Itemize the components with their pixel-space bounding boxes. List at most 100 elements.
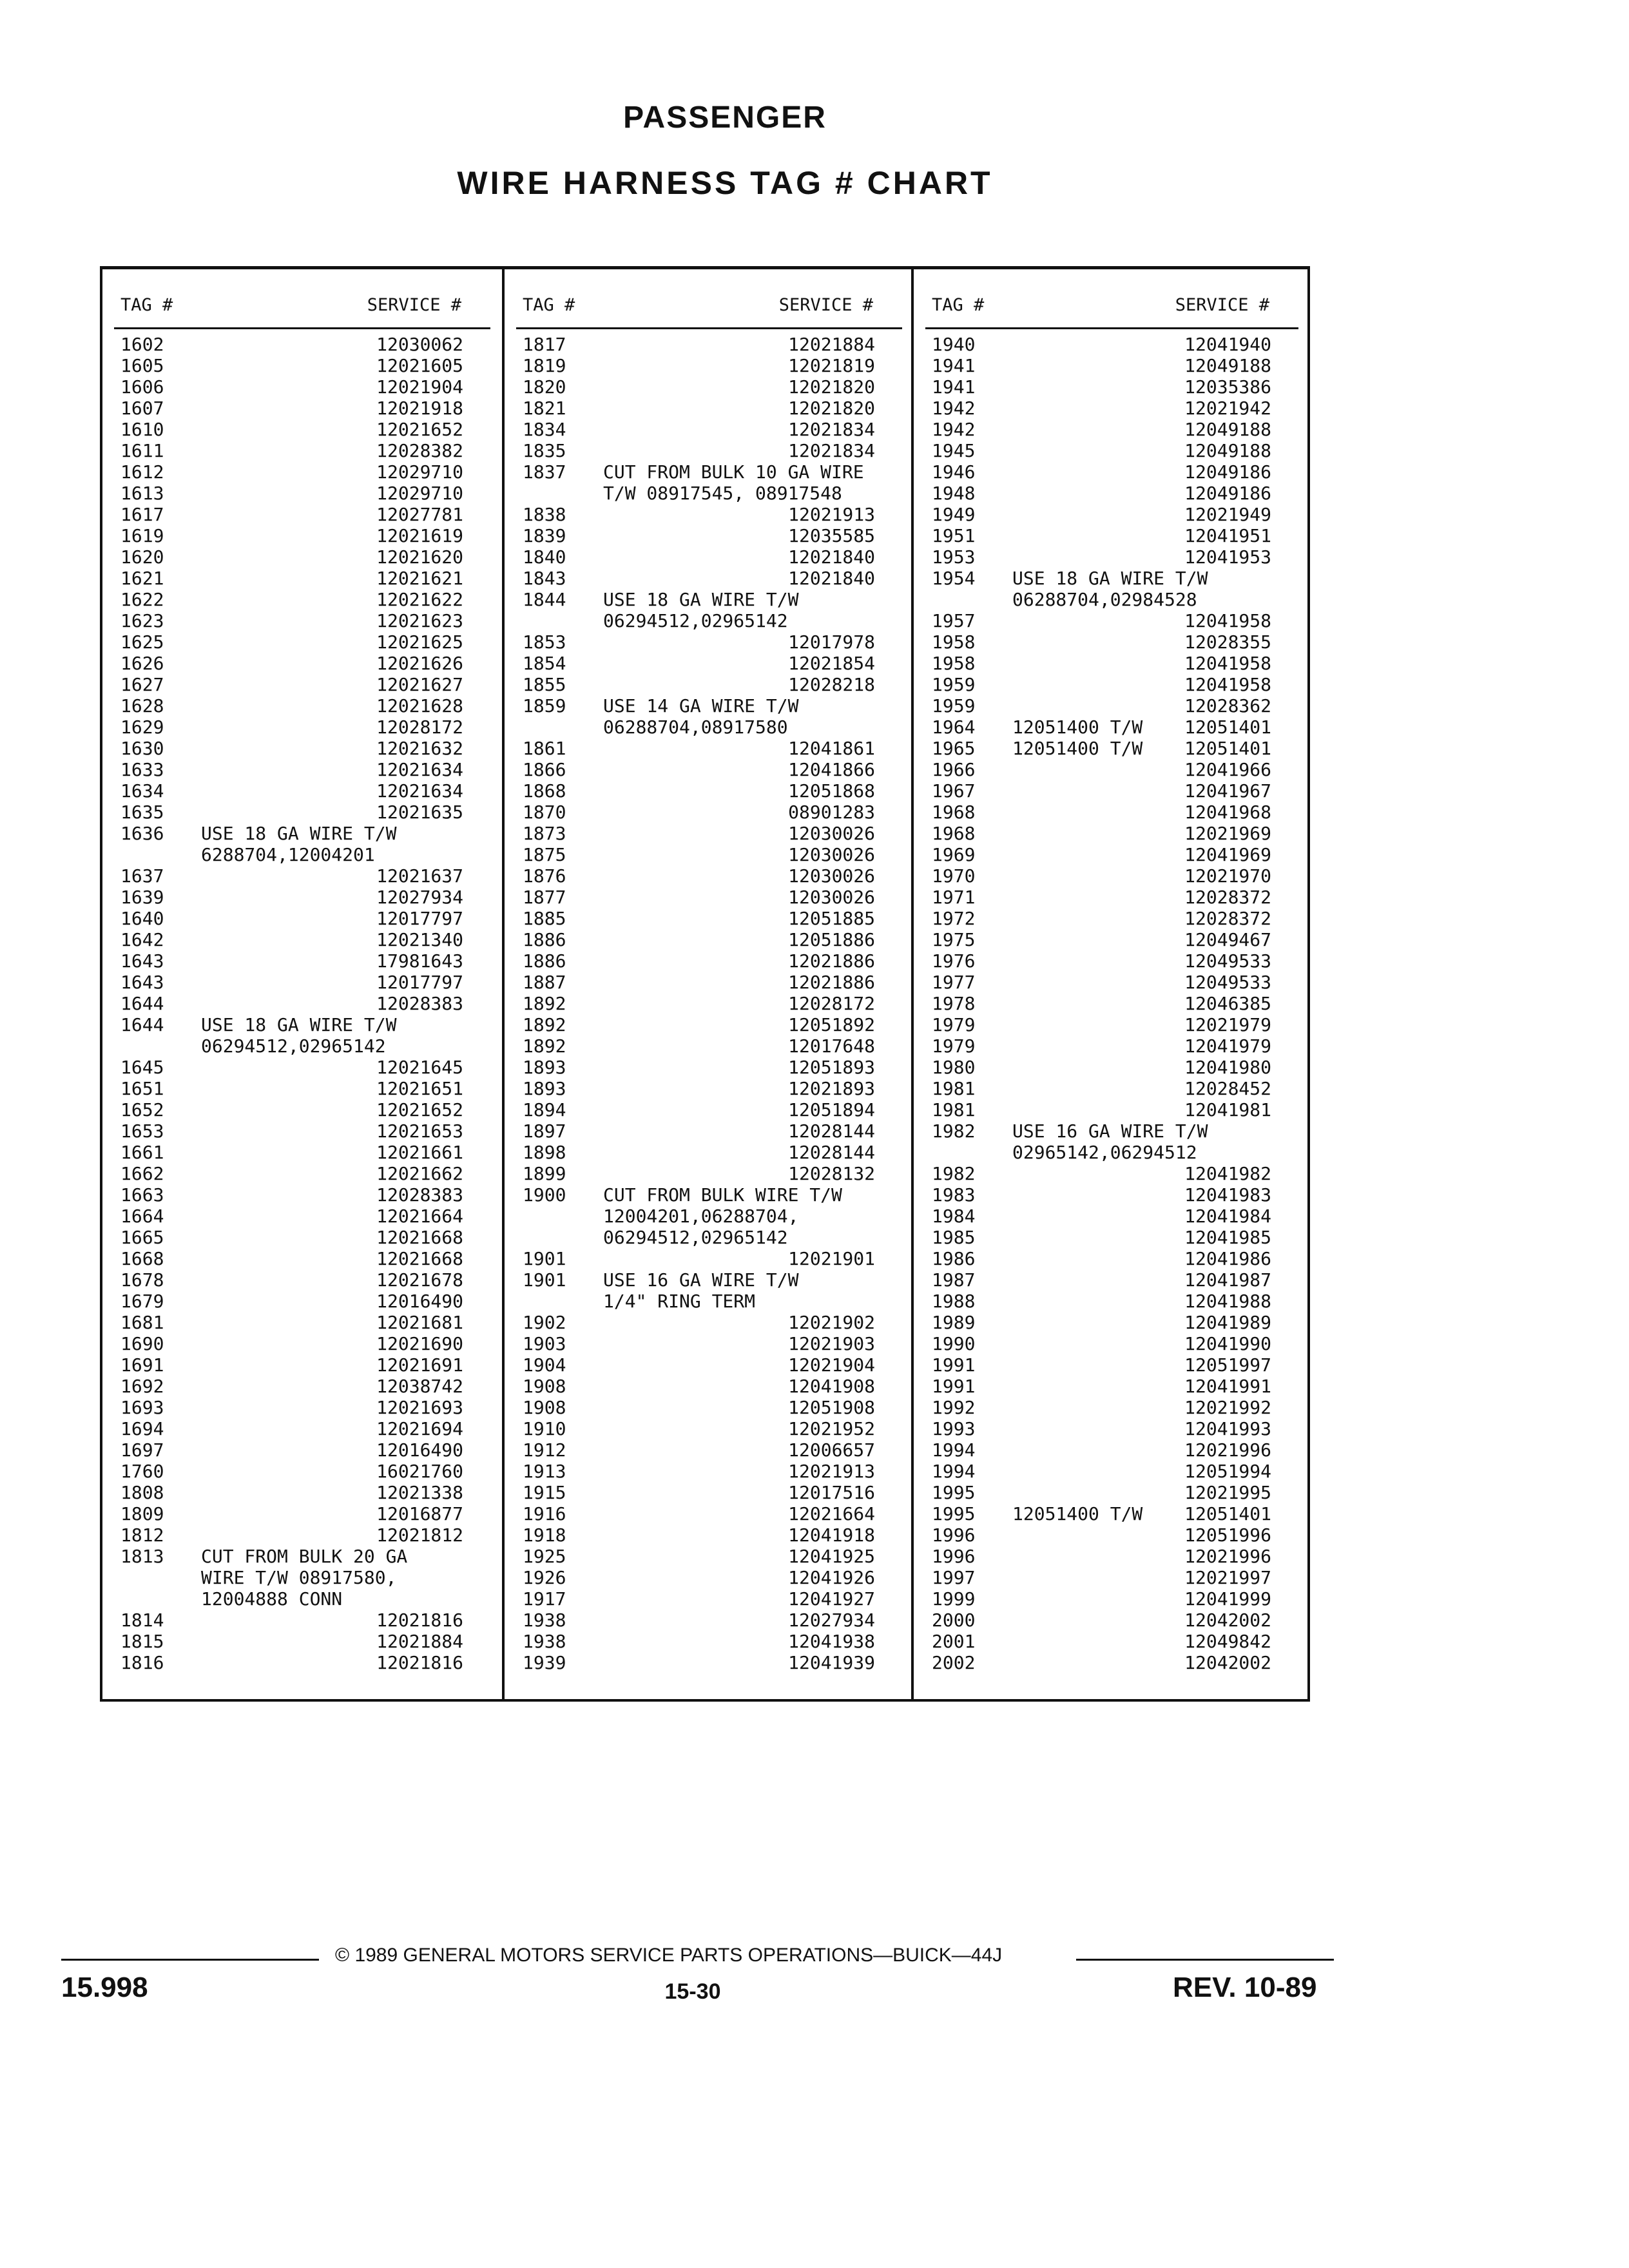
note-cell <box>201 1333 367 1354</box>
note-cell <box>1012 440 1175 461</box>
tag-cell: 1634 <box>120 780 164 802</box>
tag-cell: 1940 <box>932 334 976 355</box>
tag-cell: 1971 <box>932 887 976 908</box>
note-cell <box>201 950 367 972</box>
note-cell <box>1012 674 1175 695</box>
note-cell: 12004201,06288704, <box>603 1206 799 1227</box>
tag-cell: 1622 <box>120 589 164 610</box>
service-cell: 12021903 <box>788 1333 875 1354</box>
tag-cell: 1938 <box>523 1631 566 1652</box>
service-cell: 12021820 <box>788 376 875 398</box>
tag-cell <box>523 1227 603 1248</box>
note-cell <box>603 1312 778 1333</box>
note-cell <box>603 823 778 844</box>
service-cell <box>396 1567 493 1588</box>
note-cell <box>201 1248 367 1269</box>
tag-cell: 1866 <box>523 759 566 780</box>
service-cell <box>798 1269 895 1291</box>
note-cell <box>201 802 367 823</box>
tag-cell: 1607 <box>120 398 164 419</box>
service-cell: 12021834 <box>788 440 875 461</box>
note-cell: USE 18 GA WIRE T/W <box>603 589 799 610</box>
tag-cell: 1989 <box>932 1312 976 1333</box>
service-cell: 12041940 <box>1184 334 1271 355</box>
tag-cell: 1838 <box>523 504 566 525</box>
tag-cell: 1694 <box>120 1418 164 1439</box>
note-cell <box>603 908 778 929</box>
note-cell <box>201 1078 367 1099</box>
service-cell: 12016490 <box>376 1439 463 1461</box>
tag-cell: 1892 <box>523 993 566 1014</box>
tag-cell: 1918 <box>523 1524 566 1546</box>
note-cell <box>603 1099 778 1120</box>
service-cell: 12021995 <box>1184 1482 1271 1503</box>
tag-cell: 1821 <box>523 398 566 419</box>
service-cell: 12021681 <box>376 1312 463 1333</box>
tag-header: TAG # <box>523 295 575 315</box>
note-cell <box>1012 1057 1175 1078</box>
note-cell <box>1012 972 1175 993</box>
tag-cell: 1854 <box>523 653 566 674</box>
service-cell: 12028383 <box>376 1184 463 1206</box>
note-cell <box>603 1163 778 1184</box>
service-cell: 12021996 <box>1184 1439 1271 1461</box>
note-cell <box>1012 1248 1175 1269</box>
service-cell: 12021338 <box>376 1482 463 1503</box>
tag-cell: 1912 <box>523 1439 566 1461</box>
note-cell <box>201 695 367 716</box>
tag-cell: 1613 <box>120 483 164 504</box>
note-cell <box>201 908 367 929</box>
tag-cell: 1995 <box>932 1482 976 1503</box>
tag-cell: 1817 <box>523 334 566 355</box>
note-cell <box>603 1397 778 1418</box>
tag-cell <box>120 844 201 865</box>
service-cell: 12021840 <box>788 546 875 568</box>
note-cell <box>1012 1354 1175 1376</box>
note-cell <box>603 780 778 802</box>
tag-cell: 1633 <box>120 759 164 780</box>
tag-cell: 1611 <box>120 440 164 461</box>
tag-cell: 1839 <box>523 525 566 546</box>
tag-cell: 1980 <box>932 1057 976 1078</box>
tag-cell: 1636 <box>120 823 164 844</box>
service-header: SERVICE # <box>367 295 461 315</box>
service-cell: 12021816 <box>376 1652 463 1673</box>
service-cell: 12017516 <box>788 1482 875 1503</box>
